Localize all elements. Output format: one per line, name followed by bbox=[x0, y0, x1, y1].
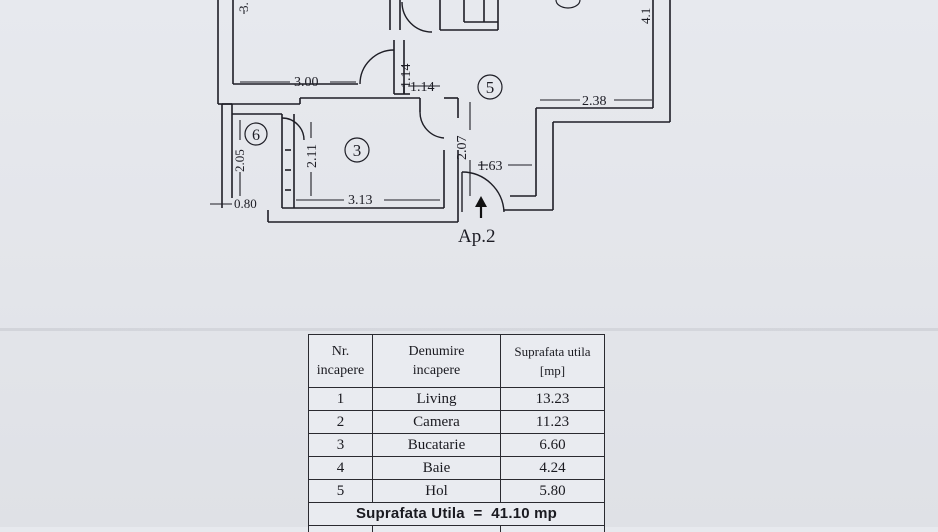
arrow-up-icon bbox=[475, 196, 487, 218]
dim-1-63: 1.63 bbox=[478, 159, 503, 174]
dim-2-05: 2.05 bbox=[232, 149, 247, 172]
cell-area: 5.80 bbox=[501, 480, 605, 503]
room-number-5: 5 bbox=[478, 75, 502, 99]
cell-name: Living bbox=[373, 388, 501, 411]
cell-area: 11.23 bbox=[501, 411, 605, 434]
apartment-label: Ap.2 bbox=[458, 226, 495, 247]
table-cut-row bbox=[309, 526, 605, 532]
table-row: 3 Bucatarie 6.60 bbox=[309, 434, 605, 457]
table-row: 5 Hol 5.80 bbox=[309, 480, 605, 503]
dim-3-13: 3.13 bbox=[348, 193, 373, 208]
cell-area: 4.24 bbox=[501, 457, 605, 480]
total-area: Suprafata Utila = 41.10 mp bbox=[309, 503, 605, 526]
cell-area: 13.23 bbox=[501, 388, 605, 411]
dim-2-07: 2.07 bbox=[455, 136, 470, 161]
room-number-3: 3 bbox=[345, 138, 369, 162]
room-number-6: 6 bbox=[245, 123, 267, 145]
cell-nr: 2 bbox=[309, 411, 373, 434]
table-row: 2 Camera 11.23 bbox=[309, 411, 605, 434]
svg-text:3: 3 bbox=[353, 141, 362, 160]
dim-2-38: 2.38 bbox=[582, 94, 607, 109]
cell-name: Camera bbox=[373, 411, 501, 434]
table-row: 1 Living 13.23 bbox=[309, 388, 605, 411]
dim-3-00: 3.00 bbox=[294, 75, 319, 90]
header-area: Suprafata utila[mp] bbox=[501, 335, 605, 388]
cell-nr: 1 bbox=[309, 388, 373, 411]
svg-text:6: 6 bbox=[252, 127, 260, 144]
cell-area: 6.60 bbox=[501, 434, 605, 457]
table-row: 4 Baie 4.24 bbox=[309, 457, 605, 480]
cell-name: Hol bbox=[373, 480, 501, 503]
cell-name: Bucatarie bbox=[373, 434, 501, 457]
table-total-row: Suprafata Utila = 41.10 mp bbox=[309, 503, 605, 526]
cell-name: Baie bbox=[373, 457, 501, 480]
paper-fold-line bbox=[0, 328, 938, 331]
dim-2-11: 2.11 bbox=[305, 144, 320, 168]
door-swings bbox=[282, 2, 504, 212]
header-nr: Nr.incapere bbox=[309, 335, 373, 388]
cell-nr: 5 bbox=[309, 480, 373, 503]
cell-nr: 3 bbox=[309, 434, 373, 457]
floor-plan: 3.00 1.14 1.14 2.38 2.07 1.63 2.11 2.05 … bbox=[0, 0, 938, 330]
dim-cut-left: 3. bbox=[236, 2, 251, 12]
dim-cut-right: 4.1 bbox=[638, 8, 653, 24]
room-number-partial bbox=[556, 0, 580, 8]
dim-1-14-vertical: 1.14 bbox=[399, 64, 414, 89]
outer-walls bbox=[218, 0, 670, 222]
dim-0-80: 0.80 bbox=[234, 196, 257, 211]
svg-text:5: 5 bbox=[486, 78, 495, 97]
cell-nr: 4 bbox=[309, 457, 373, 480]
